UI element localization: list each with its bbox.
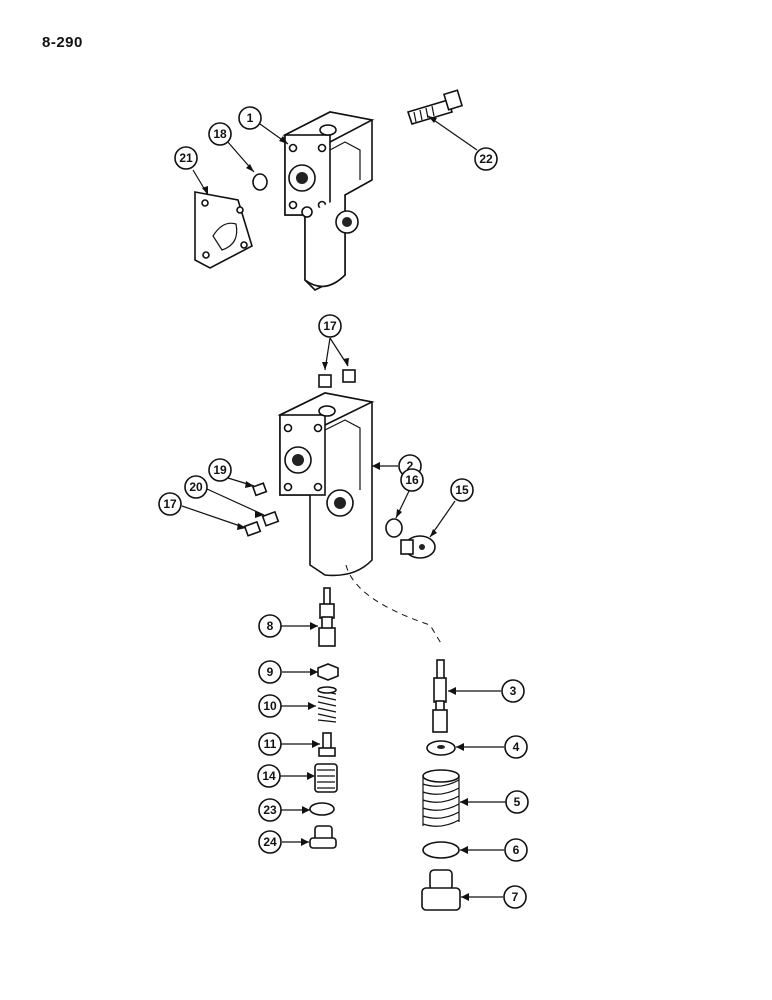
callout-3: 3 xyxy=(501,679,525,703)
callout-number: 1 xyxy=(247,111,254,125)
callout-labels: 1 18 21 22 17 2 19 20 17 16 15 8 9 10 11 14 23 24 3 4 5 6 7 xyxy=(158,106,529,909)
callout-number: 11 xyxy=(264,737,277,751)
callout-4: 4 xyxy=(504,735,528,759)
plug-19 xyxy=(251,482,268,497)
callout-number: 17 xyxy=(163,497,177,511)
callout-number: 3 xyxy=(510,684,517,698)
callout-22: 22 xyxy=(474,147,498,171)
leader-arrowheads xyxy=(202,116,469,901)
callout-circle xyxy=(238,106,262,130)
callout-circle xyxy=(184,475,208,499)
pin-11 xyxy=(318,732,336,757)
cap-screw xyxy=(406,89,464,125)
callout-circle xyxy=(505,790,529,814)
plug-15 xyxy=(400,535,436,559)
callout-circle xyxy=(504,838,528,862)
callout-9: 9 xyxy=(258,660,282,684)
o-ring-6 xyxy=(422,841,460,859)
o-ring-16 xyxy=(385,518,403,538)
spool-3 xyxy=(432,659,448,733)
page-number: 8-290 xyxy=(42,34,83,51)
callout-11: 11 xyxy=(258,732,282,756)
callout-number: 18 xyxy=(213,127,227,141)
callout-circle xyxy=(318,314,342,338)
callout-number: 4 xyxy=(513,740,520,754)
callout-21: 21 xyxy=(174,146,198,170)
plug-17b xyxy=(342,369,356,383)
gasket xyxy=(194,191,253,269)
callout-7: 7 xyxy=(503,885,527,909)
callout-23: 23 xyxy=(258,798,282,822)
callout-5: 5 xyxy=(505,790,529,814)
callout-14: 14 xyxy=(257,764,281,788)
callout-number: 14 xyxy=(262,769,276,783)
callout-circle xyxy=(504,735,528,759)
callout-circle xyxy=(258,732,282,756)
callout-19: 19 xyxy=(208,458,232,482)
callout-circle xyxy=(450,478,474,502)
callout-circle xyxy=(257,764,281,788)
callout-number: 16 xyxy=(405,473,419,487)
callout-number: 8 xyxy=(267,619,274,633)
washer-4 xyxy=(426,740,456,756)
callout-circle xyxy=(474,147,498,171)
callout-24: 24 xyxy=(258,830,282,854)
callout-number: 22 xyxy=(479,152,493,166)
callout-18: 18 xyxy=(208,122,232,146)
callout-circle xyxy=(158,492,182,516)
callout-number: 7 xyxy=(512,890,519,904)
callout-16: 16 xyxy=(400,468,424,492)
callout-circle xyxy=(208,122,232,146)
o-ring-18 xyxy=(252,173,268,191)
callout-circle xyxy=(208,458,232,482)
callout-number: 15 xyxy=(455,483,469,497)
callout-1: 1 xyxy=(238,106,262,130)
callout-6: 6 xyxy=(504,838,528,862)
callout-number: 10 xyxy=(263,699,277,713)
callout-circle xyxy=(258,798,282,822)
callout-circle xyxy=(258,614,282,638)
callout-number: 20 xyxy=(189,480,203,494)
plug-7 xyxy=(421,869,461,911)
plug-24 xyxy=(309,825,337,849)
callout-circle xyxy=(258,830,282,854)
callout-number: 21 xyxy=(179,151,193,165)
assembly-guide-line xyxy=(345,564,443,646)
callout-17: 17 xyxy=(318,314,342,338)
callout-10: 10 xyxy=(258,694,282,718)
nut-9 xyxy=(317,663,339,681)
callout-15: 15 xyxy=(450,478,474,502)
callout-8: 8 xyxy=(258,614,282,638)
plug-17c xyxy=(243,520,262,537)
callout-circle xyxy=(503,885,527,909)
callout-number: 17 xyxy=(323,319,337,333)
callout-number: 24 xyxy=(263,835,277,849)
callout-number: 9 xyxy=(267,665,274,679)
callout-circle xyxy=(174,146,198,170)
sleeve-14 xyxy=(314,763,338,793)
callout-circle xyxy=(400,468,424,492)
plug-17a xyxy=(318,374,332,388)
spring-10 xyxy=(317,686,337,723)
o-ring-23 xyxy=(309,802,335,816)
callout-circle xyxy=(258,694,282,718)
callout-circle xyxy=(501,679,525,703)
callout-number: 23 xyxy=(263,803,277,817)
callout-number: 2 xyxy=(407,459,414,473)
callout-number: 6 xyxy=(513,843,520,857)
plug-20 xyxy=(261,510,280,527)
spool-8 xyxy=(318,587,336,647)
valve-body-lower xyxy=(277,392,375,577)
valve-body-upper xyxy=(282,111,375,291)
callout-circle xyxy=(258,660,282,684)
spring-5 xyxy=(422,769,460,827)
callout-17: 17 xyxy=(158,492,182,516)
callout-number: 19 xyxy=(213,463,227,477)
callout-20: 20 xyxy=(184,475,208,499)
callout-number: 5 xyxy=(514,795,521,809)
